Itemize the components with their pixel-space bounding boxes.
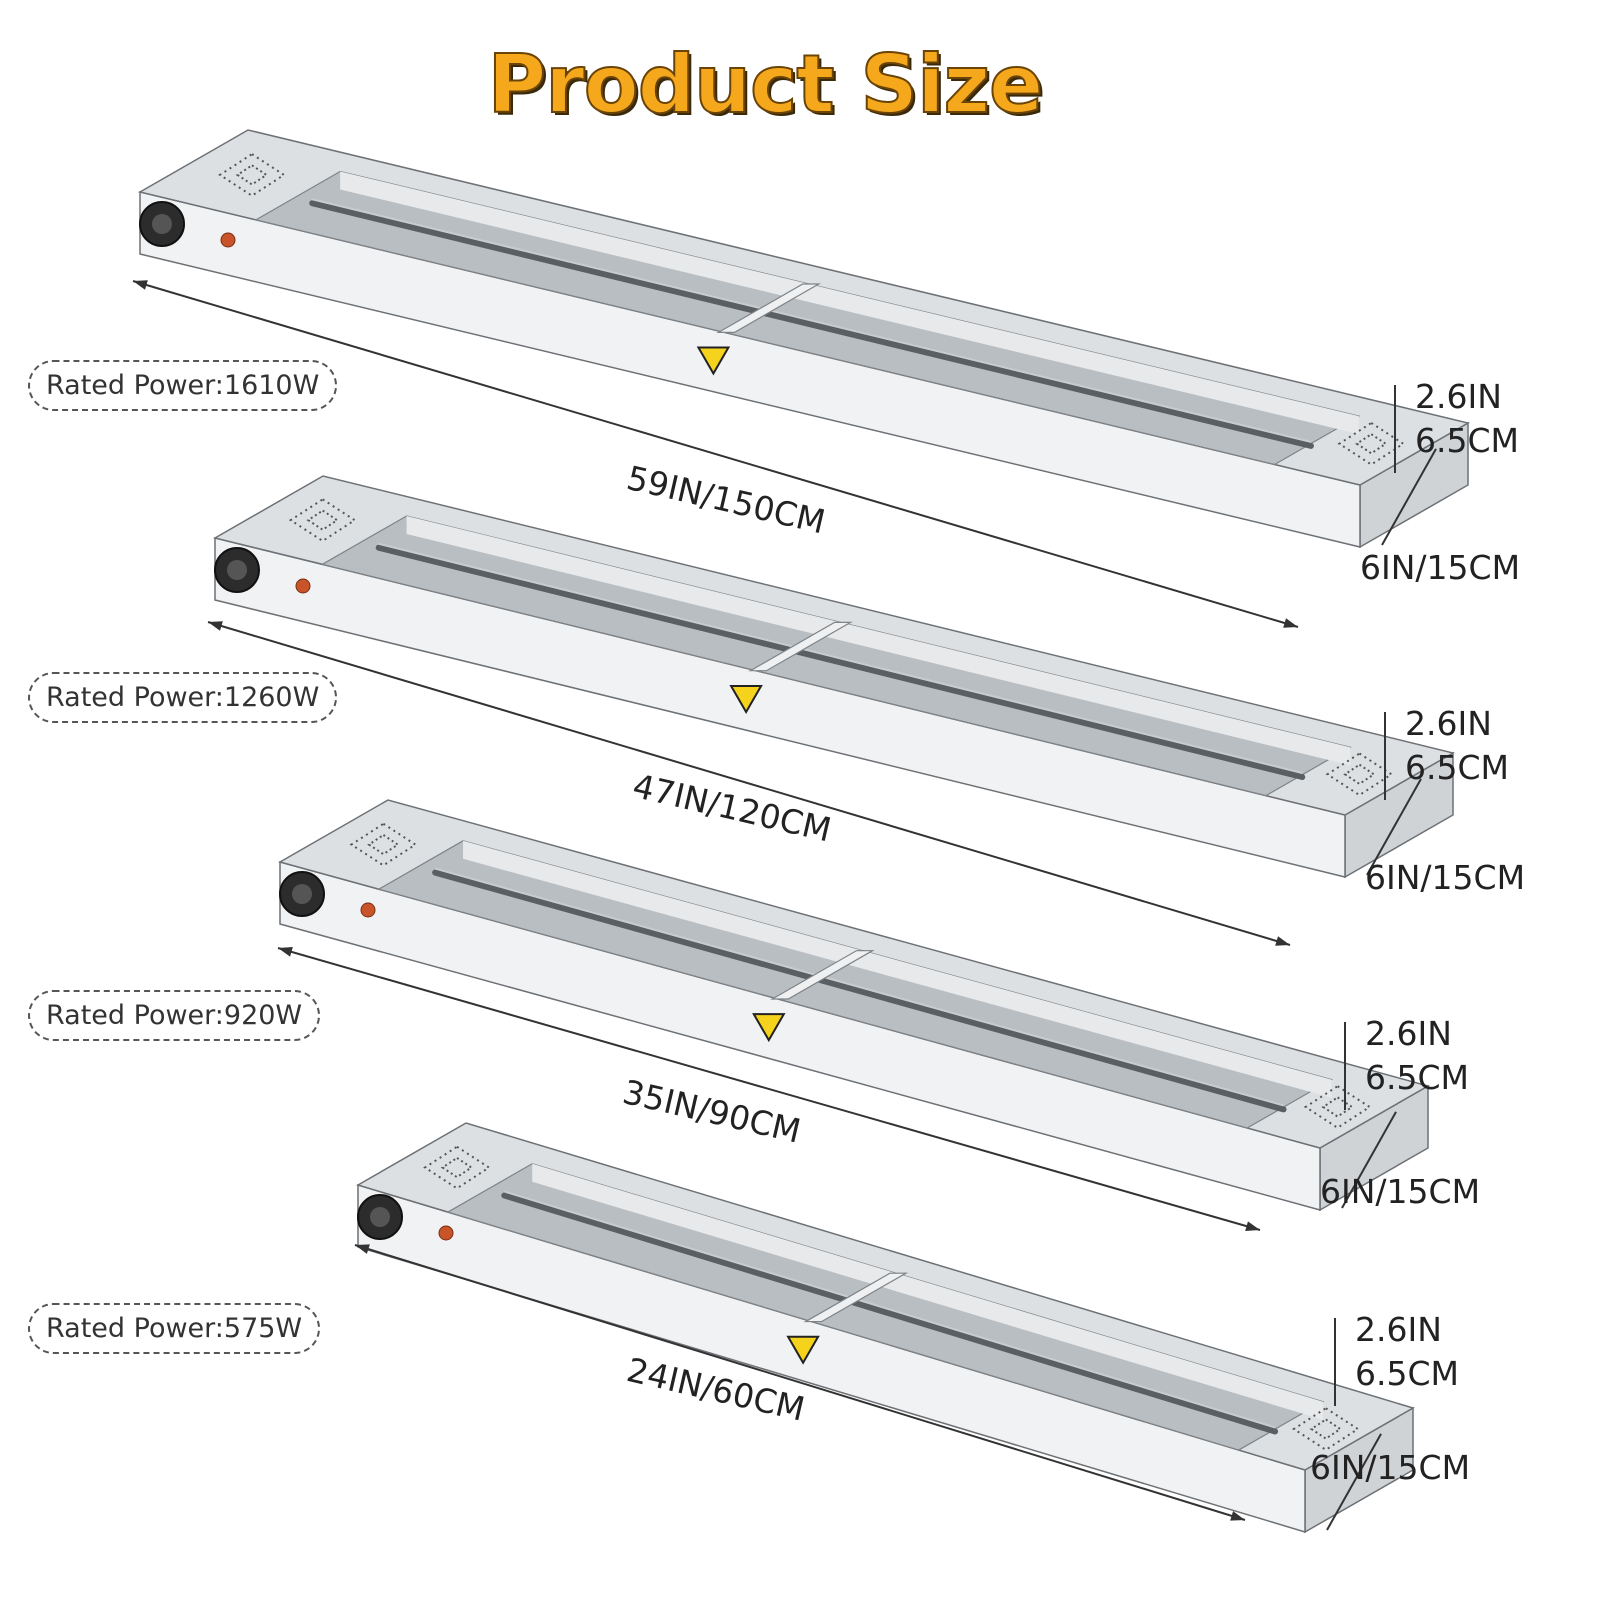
depth-label: 6IN/15CM <box>1360 548 1521 587</box>
heating-tube <box>432 869 1287 1113</box>
heating-tube <box>501 1192 1279 1435</box>
electric-warning-icon <box>786 1335 820 1365</box>
height-label: 2.6IN 6.5CM <box>1355 1308 1459 1396</box>
length-arrow <box>132 280 1299 628</box>
vent-panel-left <box>349 822 418 867</box>
indicator-light-icon <box>220 232 236 248</box>
arrowhead-start <box>208 621 223 631</box>
trough-back-wall <box>463 840 1332 1098</box>
height-label: 2.6IN 6.5CM <box>1365 1012 1469 1100</box>
height-centimeters: 6.5CM <box>1415 421 1519 460</box>
arrowhead-start <box>278 947 293 957</box>
depth-label: 6IN/15CM <box>1365 858 1526 897</box>
indicator-light-icon <box>295 578 311 594</box>
rated-power-badge: Rated Power:920W <box>28 990 321 1041</box>
electric-warning-icon <box>696 346 731 376</box>
electric-warning-icon <box>752 1013 786 1043</box>
depth-label: 6IN/15CM <box>1320 1172 1481 1211</box>
indicator-light-icon <box>438 1225 454 1241</box>
center-divider <box>716 283 821 333</box>
center-divider <box>770 950 875 1000</box>
rated-power-badge: Rated Power:575W <box>28 1303 321 1354</box>
vent-pattern-right <box>1355 432 1388 455</box>
height-centimeters: 6.5CM <box>1365 1058 1469 1097</box>
center-divider <box>748 621 853 672</box>
heating-tube-highlight <box>311 198 1312 443</box>
height-centimeters: 6.5CM <box>1355 1354 1459 1393</box>
vent-panel-left <box>288 498 357 543</box>
vent-pattern-left <box>235 164 269 186</box>
vent-panel-left <box>218 152 286 197</box>
knob-center <box>227 560 247 580</box>
depth-arrow <box>1326 1433 1382 1531</box>
vent-panel-right <box>1292 1407 1360 1452</box>
heating-tube <box>375 544 1306 781</box>
vent-pattern-left <box>306 509 339 531</box>
heating-tube-highlight <box>434 867 1284 1107</box>
height-centimeters: 6.5CM <box>1405 748 1509 787</box>
length-arrow <box>354 1244 1246 1521</box>
rated-power-badge: Rated Power:1610W <box>28 360 338 411</box>
depth-arrow <box>1341 1111 1397 1209</box>
trough-back-wall <box>406 515 1351 766</box>
rated-power-badge: Rated Power:1260W <box>28 672 338 723</box>
vent-panel-right <box>1303 1084 1372 1129</box>
page-title: Product Size <box>487 37 1045 132</box>
depth-label: 6IN/15CM <box>1310 1448 1471 1487</box>
heating-tube <box>309 200 1314 449</box>
depth-arrow <box>1381 448 1437 546</box>
center-divider <box>803 1272 909 1323</box>
height-label: 2.6IN 6.5CM <box>1415 375 1519 463</box>
indicator-light-icon <box>360 902 376 918</box>
arrowhead-end <box>1245 1221 1260 1231</box>
arrowhead-start <box>355 1244 370 1254</box>
trough-back-wall <box>532 1163 1323 1420</box>
length-arrow <box>207 621 1291 946</box>
arrowhead-end <box>1275 936 1290 946</box>
arrowhead-end <box>1230 1511 1245 1521</box>
vent-panel-right <box>1325 752 1394 797</box>
height-inches: 2.6IN <box>1415 377 1502 416</box>
knob-center <box>152 214 172 234</box>
length-arrow <box>277 947 1261 1231</box>
knob-center <box>292 884 312 904</box>
knob-center <box>370 1207 390 1227</box>
trough-back-wall <box>340 171 1359 435</box>
heating-tube-highlight <box>504 1190 1276 1429</box>
height-inches: 2.6IN <box>1365 1014 1452 1053</box>
vent-pattern-left <box>440 1156 474 1179</box>
arrowhead-start <box>133 280 148 290</box>
vent-panel-right <box>1337 421 1406 466</box>
vent-panel-left <box>423 1145 491 1190</box>
height-label: 2.6IN 6.5CM <box>1405 702 1509 790</box>
vent-pattern-left <box>367 833 400 856</box>
heating-tube-highlight <box>378 542 1303 774</box>
vent-pattern-right <box>1343 763 1376 786</box>
vent-pattern-right <box>1309 1418 1343 1440</box>
arrowhead-end <box>1283 618 1298 628</box>
height-inches: 2.6IN <box>1355 1310 1442 1349</box>
depth-arrow <box>1366 778 1422 876</box>
vent-pattern-right <box>1321 1096 1354 1118</box>
height-inches: 2.6IN <box>1405 704 1492 743</box>
electric-warning-icon <box>729 684 763 714</box>
